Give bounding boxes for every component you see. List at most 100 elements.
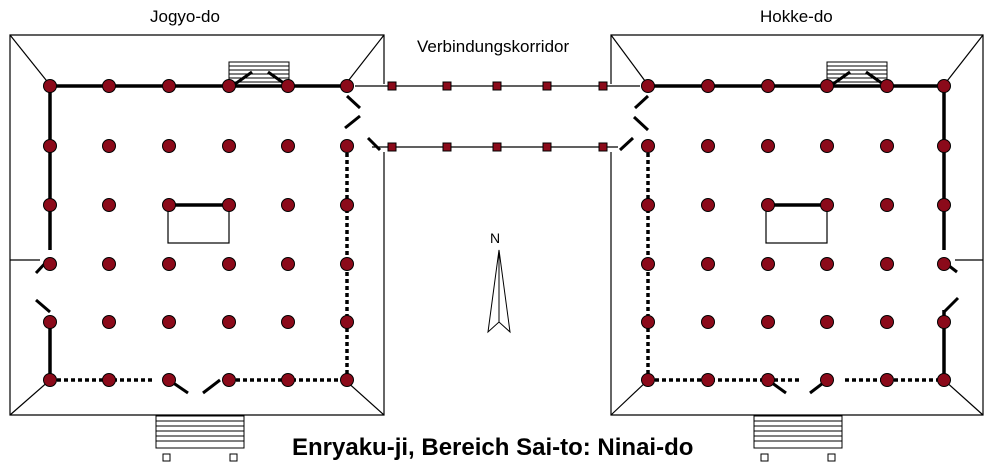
door-leaf [632, 115, 650, 132]
pillar-icon [820, 257, 834, 271]
door-leaf [234, 70, 253, 86]
pillar-icon [43, 79, 57, 93]
pillar-icon [761, 315, 775, 329]
pillar-icon [761, 373, 775, 387]
pillar-icon [222, 139, 236, 153]
pillar-icon [162, 373, 176, 387]
pillar-icon [880, 315, 894, 329]
pillar-icon [937, 139, 951, 153]
stair-icon [155, 415, 245, 462]
pillar-icon [880, 79, 894, 93]
pillar-icon [880, 139, 894, 153]
pillar-icon [641, 257, 655, 271]
pillar-icon [340, 139, 354, 153]
pillar-icon [701, 315, 715, 329]
corridor [355, 85, 640, 148]
right-roof-hip [943, 34, 984, 86]
pillar-icon [937, 198, 951, 212]
pillar-icon [102, 79, 116, 93]
corridor-post [492, 142, 502, 152]
pillar-icon [43, 198, 57, 212]
pillar-icon [340, 257, 354, 271]
door-leaf [832, 70, 851, 86]
right-hall-roof-outline [610, 34, 984, 416]
left-hall-roof-outline [9, 34, 385, 416]
door-leaf [633, 94, 650, 110]
corridor-post [387, 81, 397, 91]
door-leaf [345, 94, 362, 110]
north-arrow-icon [487, 249, 511, 334]
pillar-icon [281, 198, 295, 212]
door-leaf [942, 296, 960, 314]
north-label: N [490, 230, 501, 246]
pillar-icon [641, 139, 655, 153]
pillar-icon [43, 139, 57, 153]
pillar-icon [222, 373, 236, 387]
pillar-icon [281, 315, 295, 329]
door-leaf [267, 70, 286, 86]
corridor-post [598, 142, 608, 152]
pillar-icon [761, 257, 775, 271]
pillar-icon [43, 315, 57, 329]
pillar-icon [641, 198, 655, 212]
left-roof-hip [344, 379, 385, 416]
corridor-post [542, 142, 552, 152]
pillar-icon [641, 315, 655, 329]
pillar-icon [102, 198, 116, 212]
pillar-icon [761, 79, 775, 93]
door-leaf [344, 114, 361, 130]
corridor-post [492, 81, 502, 91]
right-roof-hip [943, 379, 984, 416]
pillar-icon [820, 198, 834, 212]
pillar-icon [820, 373, 834, 387]
pillar-icon [641, 79, 655, 93]
pillar-icon [340, 79, 354, 93]
pillar-icon [880, 257, 894, 271]
left-hall [9, 34, 385, 416]
corridor-post [442, 142, 452, 152]
pillar-icon [340, 198, 354, 212]
pillar-icon [43, 373, 57, 387]
pillar-icon [641, 373, 655, 387]
hall-name-right: Hokke-do [760, 7, 833, 26]
corridor-label: Verbindungskorridor [417, 37, 570, 56]
pillar-icon [820, 139, 834, 153]
left-roof-hip [9, 379, 51, 416]
right-roof-hip [610, 379, 649, 416]
right-hall [610, 34, 984, 416]
pillar-icon [102, 373, 116, 387]
hall-name-left: Jogyo-do [150, 7, 220, 26]
pillar-icon [281, 79, 295, 93]
pillar-icon [701, 139, 715, 153]
pillar-icon [937, 315, 951, 329]
pillar-icon [162, 79, 176, 93]
pillar-icon [820, 315, 834, 329]
pillar-icon [102, 315, 116, 329]
left-roof-hip [344, 34, 385, 86]
pillar-icon [281, 139, 295, 153]
pillar-icon [880, 373, 894, 387]
caption: Enryaku-ji, Bereich Sai-to: Ninai-do [292, 434, 694, 461]
pillar-icon [701, 373, 715, 387]
left-roof-hip [9, 34, 51, 86]
pillar-icon [222, 198, 236, 212]
corridor-post [542, 81, 552, 91]
door-leaf [202, 378, 221, 395]
stair-icon [753, 415, 843, 462]
left-altar [167, 204, 230, 244]
stairs [155, 61, 888, 462]
pillar-icon [701, 257, 715, 271]
corridor-post [387, 142, 397, 152]
pillar-icon [761, 198, 775, 212]
pillar-icon [701, 198, 715, 212]
pillar-icon [281, 373, 295, 387]
pillar-icon [937, 373, 951, 387]
door-leaf [35, 298, 51, 314]
pillar-icon [162, 139, 176, 153]
pillar-icon [162, 257, 176, 271]
pillar-icon [340, 373, 354, 387]
pillar-icon [880, 198, 894, 212]
corridor-post [598, 81, 608, 91]
pillar-icon [43, 257, 57, 271]
door-leaf [618, 136, 635, 152]
